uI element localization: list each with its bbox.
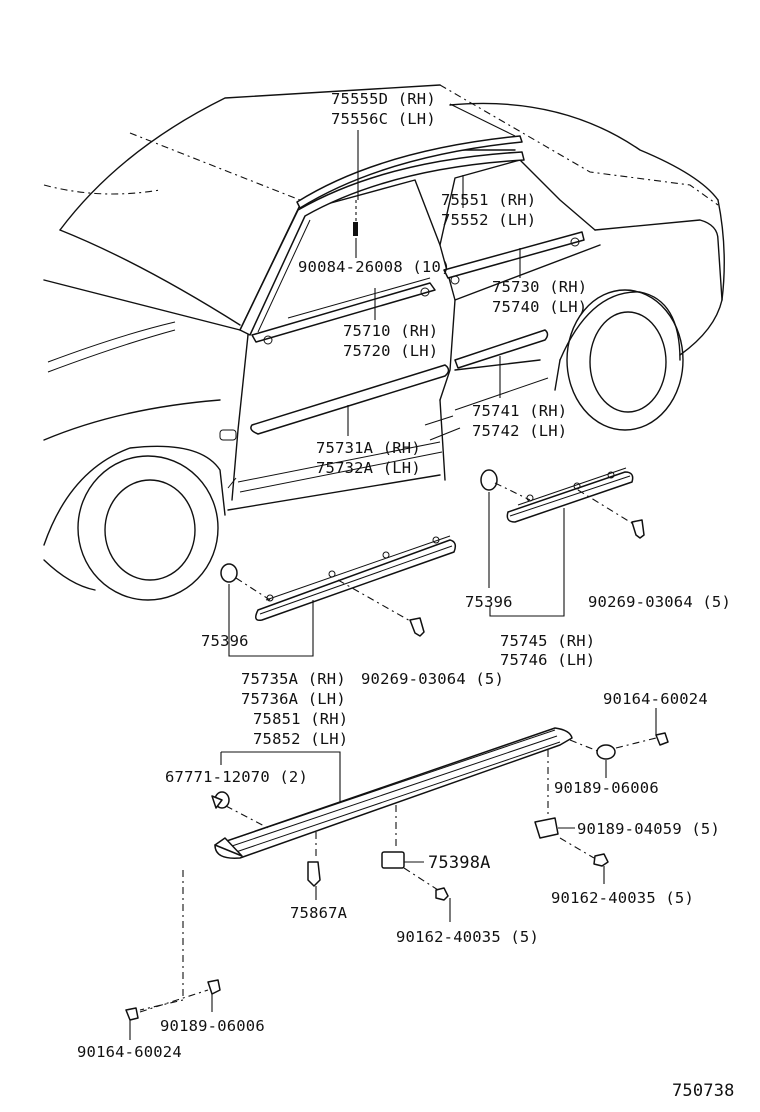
label-75736A: 75736A (LH) (241, 690, 346, 708)
label-90269-front: 90269-03064 (5) (361, 670, 504, 688)
label-75555D: 75555D (RH) (331, 90, 436, 108)
label-75735A: 75735A (RH) (241, 670, 346, 688)
label-75398A: 75398A (428, 853, 491, 873)
diagram-id: 750738 (672, 1081, 735, 1101)
label-90269-rear: 90269-03064 (5) (588, 593, 731, 611)
label-75720: 75720 (LH) (343, 342, 438, 360)
label-75741: 75741 (RH) (472, 402, 567, 420)
side-molding-parts (237, 329, 549, 493)
label-75710: 75710 (RH) (343, 322, 438, 340)
label-67771: 67771-12070 (2) (165, 768, 308, 786)
label-90189-06006-top: 90189-06006 (554, 779, 659, 797)
label-75745: 75745 (RH) (500, 632, 595, 650)
leader-lines (129, 103, 657, 1040)
label-90162-right: 90162-40035 (5) (551, 889, 694, 907)
roof-molding-parts (239, 135, 525, 336)
label-90164-bottom: 90164-60024 (77, 1043, 182, 1061)
label-75742: 75742 (LH) (472, 422, 567, 440)
front-lower-molding (220, 535, 457, 637)
label-75867A: 75867A (290, 904, 348, 922)
label-75551: 75551 (RH) (441, 191, 536, 209)
part-number-labels: 75555D (RH) 75556C (LH) 75551 (RH) 75552… (77, 90, 735, 1101)
label-90189-06006-bottom: 90189-06006 (160, 1017, 265, 1035)
label-90162-center: 90162-40035 (5) (396, 928, 539, 946)
label-75731A: 75731A (RH) (316, 439, 421, 457)
label-90164-top: 90164-60024 (603, 690, 708, 708)
rear-lower-molding (480, 467, 645, 539)
label-90084: 90084-26008 (10) (298, 258, 451, 276)
label-75746: 75746 (LH) (500, 651, 595, 669)
label-75556C: 75556C (LH) (331, 110, 436, 128)
label-90189-04059: 90189-04059 (5) (577, 820, 720, 838)
label-75732A: 75732A (LH) (316, 459, 421, 477)
label-75396-rear: 75396 (465, 593, 513, 611)
label-75730: 75730 (RH) (492, 278, 587, 296)
belt-molding-parts (251, 231, 585, 345)
rocker-panel-molding (125, 727, 669, 1021)
label-75851: 75851 (RH) (253, 710, 348, 728)
label-75396-front: 75396 (201, 632, 249, 650)
label-75740: 75740 (LH) (492, 298, 587, 316)
label-75552: 75552 (LH) (441, 211, 536, 229)
label-75852: 75852 (LH) (253, 730, 348, 748)
